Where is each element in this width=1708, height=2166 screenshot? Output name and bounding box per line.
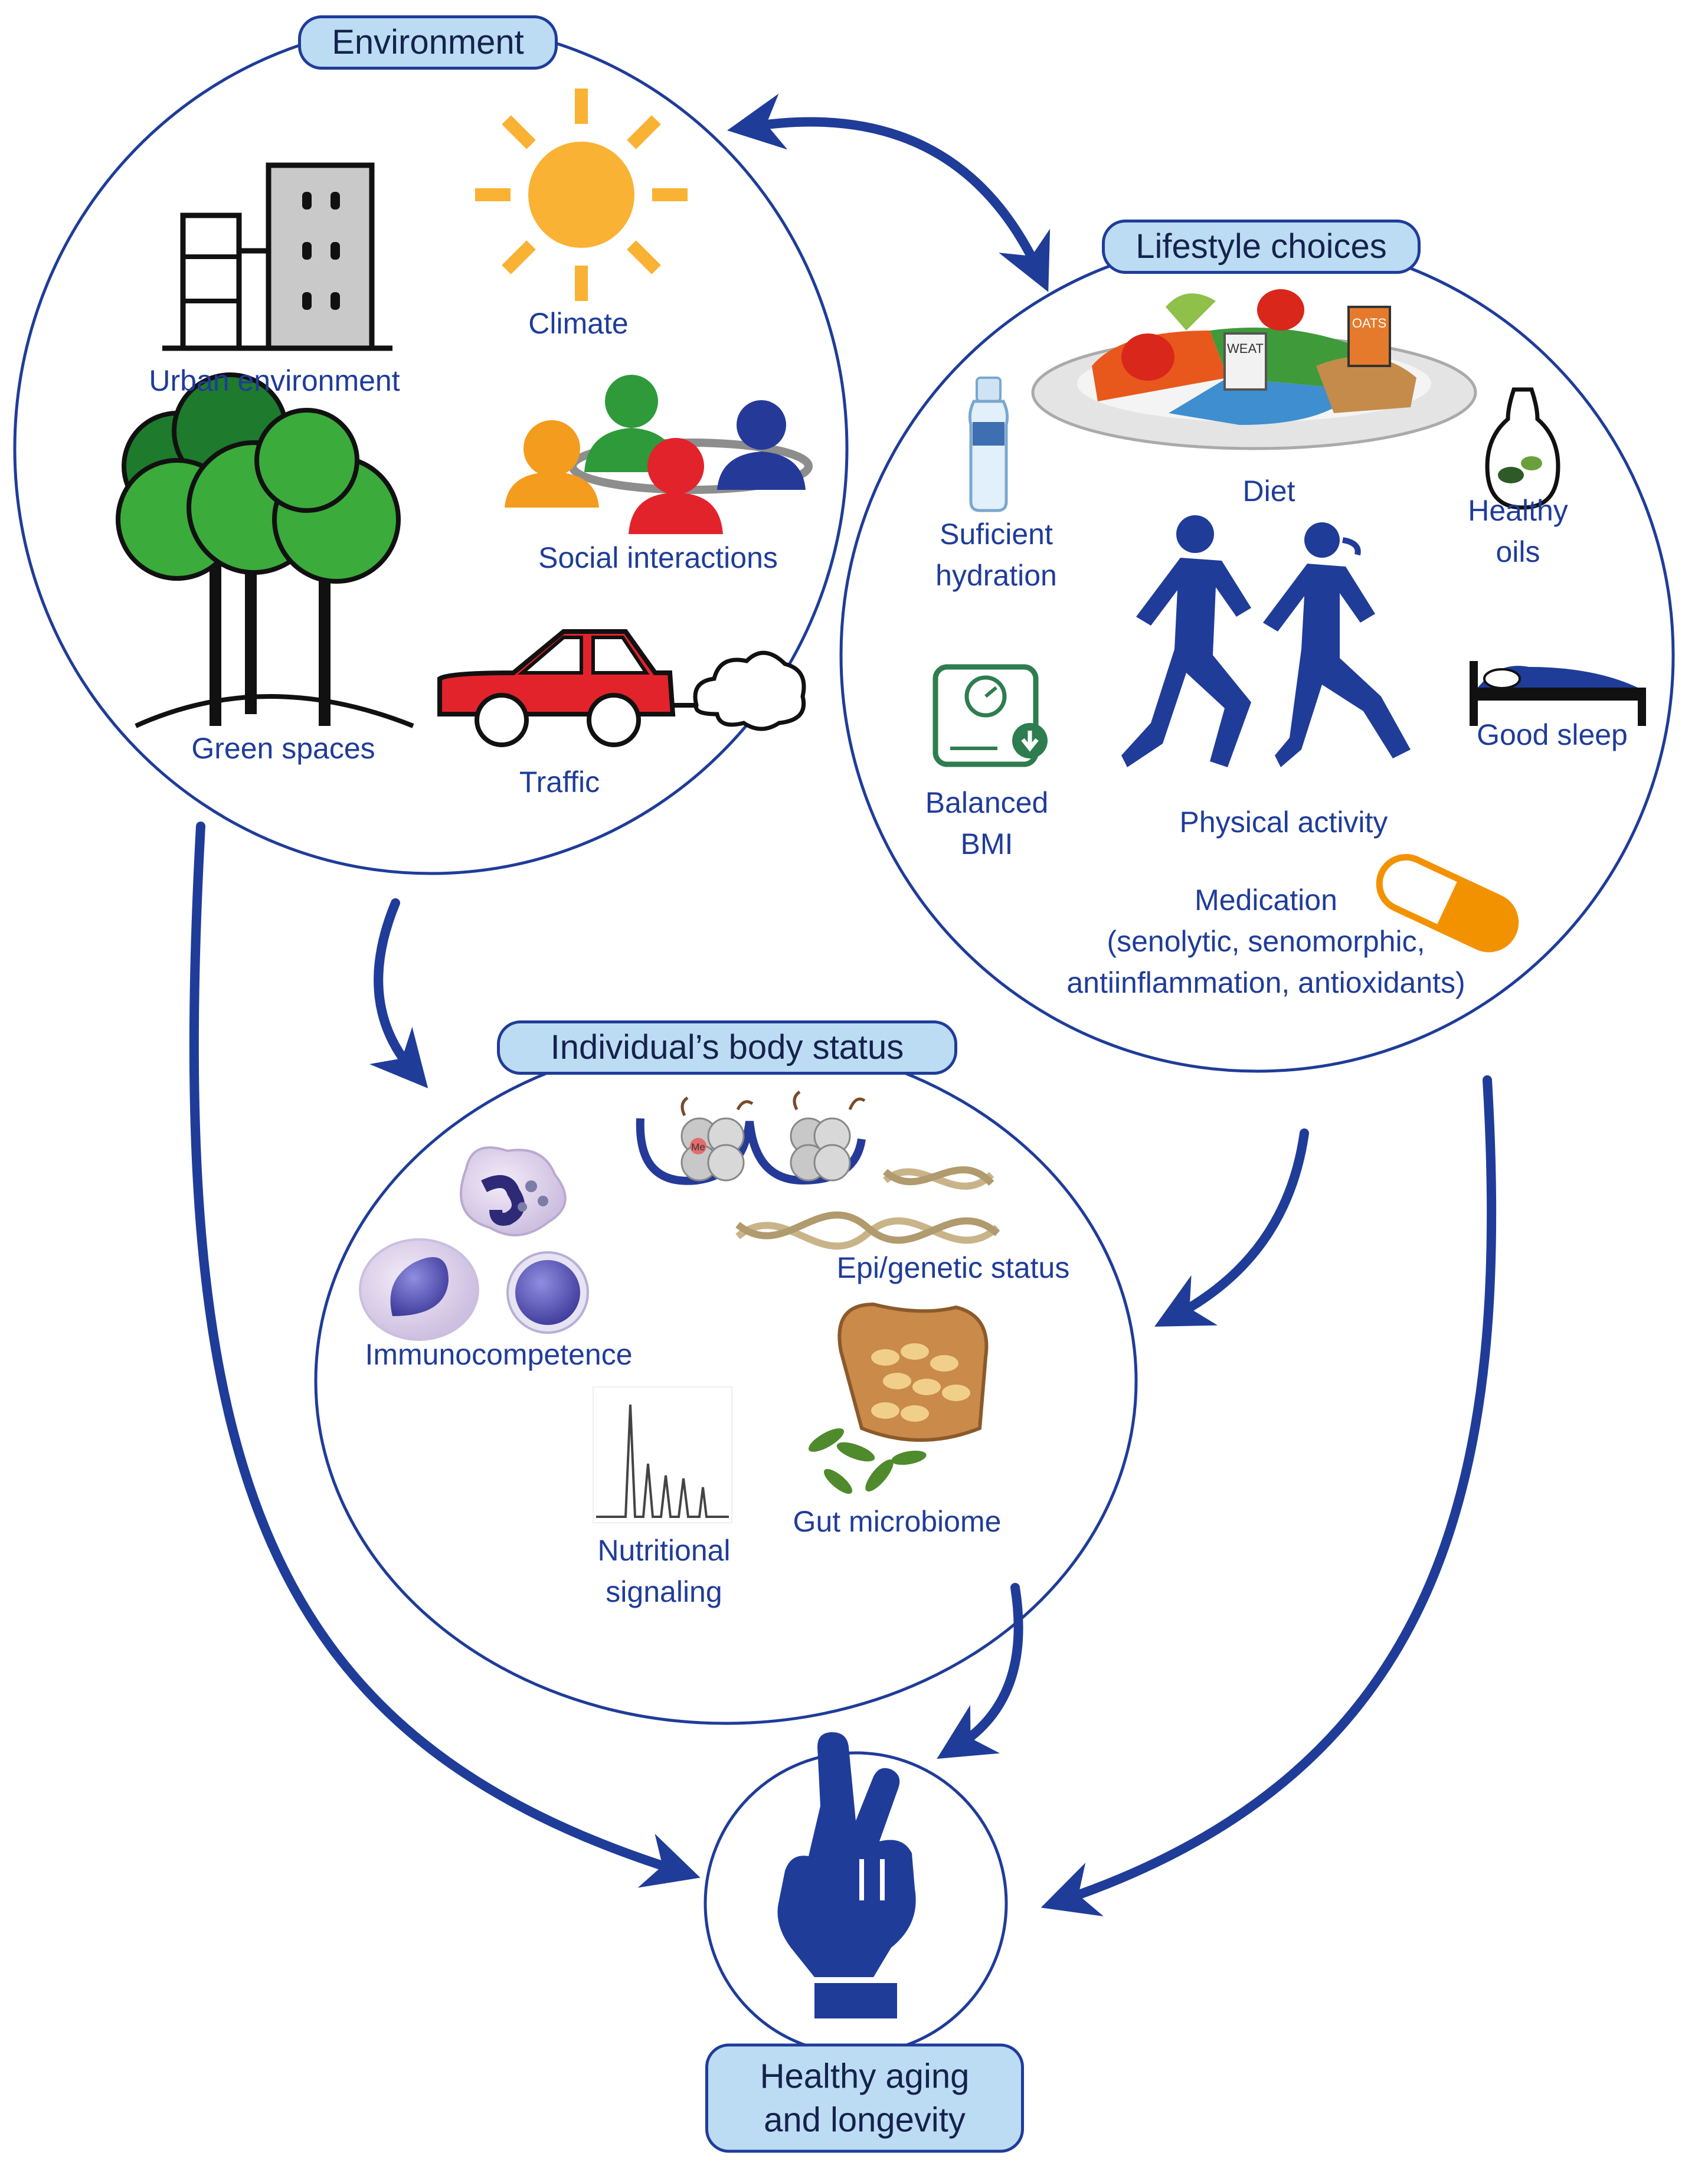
scale-icon [932,664,1048,767]
arrows [189,93,1497,1916]
car-icon [437,629,806,747]
label-green-spaces: Green spaces [191,732,375,765]
arrow-environment-lifestyle [727,93,1051,292]
label-urban-environment: Urban environment [149,364,400,397]
macrophage-icon [460,1146,567,1236]
bed-icon [1470,661,1646,726]
arrow-environment-body [369,898,428,1088]
label-immunocompetence: Immunocompetence [365,1338,633,1371]
arrow-body-outcome [937,1583,1023,1759]
spectrum-chart-icon [593,1386,732,1523]
food-tag-wheat: WEAT [1227,341,1264,356]
label-physical-activity: Physical activity [1179,806,1388,839]
sun-icon [475,89,688,301]
runners-icon [1121,515,1411,767]
label-diet: Diet [1242,475,1295,508]
trees-icon [116,372,414,728]
oil-bottle-icon [1485,387,1560,510]
chromatin-icon: Me [636,1090,866,1185]
capsule-icon [1376,853,1519,953]
label-social-interactions: Social interactions [538,541,778,574]
lifestyle-title: Lifestyle choices [1102,220,1421,274]
outcome-title: Healthy aging and longevity [705,2043,1024,2153]
label-gut-microbiome: Gut microbiome [793,1505,1002,1538]
arrow-lifestyle-body [1154,1128,1309,1327]
water-bottle-icon [968,377,1009,512]
gut-icon [808,1302,989,1494]
label-good-sleep: Good sleep [1477,718,1628,751]
label-climate: Climate [528,307,629,340]
lymphocyte-icon [506,1251,589,1334]
dna-icon [735,1166,1000,1250]
victory-hand-icon [777,1732,916,2018]
immune-cell-icon [359,1238,479,1341]
environment-title: Environment [298,15,558,70]
body-status-title: Individual’s body status [497,1020,957,1075]
label-hydration: Suficient hydration [935,518,1057,592]
label-epigenetic-status: Epi/genetic status [836,1251,1070,1284]
methyl-tag: Me [691,1141,705,1153]
label-medication: Medication (senolytic, senomorphic, anti… [1066,884,1465,999]
label-bmi: Balanced BMI [925,786,1049,860]
label-traffic: Traffic [519,765,600,799]
arrow-environment-outcome [189,822,701,1888]
diet-plate-icon: WEAT OATS [1031,289,1477,450]
people-icon [505,375,813,534]
label-nutritional-signaling: Nutritional signaling [597,1534,731,1608]
food-tag-oats: OATS [1352,316,1386,331]
label-healthy-oils: Healthy oils [1468,494,1568,568]
arrow-lifestyle-outcome [1040,1075,1497,1916]
building-icon [162,162,392,351]
